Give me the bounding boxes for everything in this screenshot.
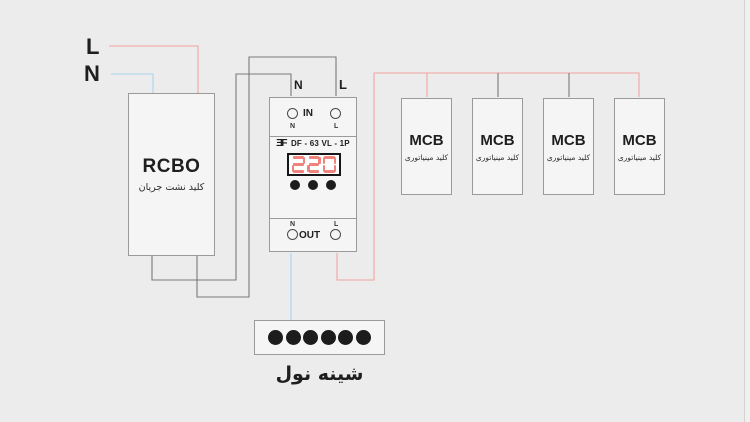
- mcb-title: MCB: [622, 131, 657, 149]
- voltage-display: [287, 153, 341, 176]
- mcb-subtitle: کلید مینیاتوری: [475, 152, 520, 162]
- in-neutral-terminal-label: N: [290, 123, 296, 130]
- mcb-device-2: MCB کلید مینیاتوری: [472, 98, 523, 195]
- mcb-subtitle: کلید مینیاتوری: [617, 152, 662, 162]
- mcb-device-4: MCB کلید مینیاتوری: [614, 98, 665, 195]
- bus-terminal: [268, 330, 284, 345]
- rcbo-device: RCBO کلید نشت جریان: [128, 93, 215, 256]
- display-digit: [322, 156, 337, 173]
- model-label: DF - 63 VL - 1P: [290, 139, 350, 148]
- indicator-dots: [270, 180, 356, 190]
- protector-divider-top: [270, 136, 356, 137]
- out-line-terminal: [330, 229, 341, 240]
- mcb-subtitle: کلید مینیاتوری: [546, 152, 591, 162]
- protector-top-neutral-label: N: [294, 78, 303, 92]
- bus-terminal: [355, 330, 371, 345]
- bus-terminal: [320, 330, 336, 345]
- mcb-subtitle: کلید مینیاتوری: [404, 152, 449, 162]
- protector-top-line-label: L: [339, 77, 347, 92]
- indicator-dot: [308, 180, 318, 190]
- mcb-device-3: MCB کلید مینیاتوری: [543, 98, 594, 195]
- protector-divider-bottom: [270, 218, 356, 219]
- protector-brand-row: ƎF DF - 63 VL - 1P: [270, 138, 356, 149]
- indicator-dot: [326, 180, 336, 190]
- wire-neutral-feed: [111, 73, 154, 93]
- mcb-title: MCB: [480, 131, 515, 149]
- neutral-bus-bar: [254, 320, 385, 355]
- line-feed-label: L: [86, 34, 100, 59]
- out-line-terminal-label: L: [334, 221, 339, 228]
- in-line-terminal: [330, 108, 341, 119]
- in-label: IN: [303, 108, 313, 119]
- mcb-title: MCB: [551, 131, 586, 149]
- screen-right-edge: [744, 0, 750, 422]
- indicator-dot: [290, 180, 300, 190]
- bus-terminal: [303, 330, 319, 345]
- out-neutral-terminal: [287, 229, 298, 240]
- neutral-bus-label: شینه نول: [275, 363, 364, 385]
- display-digit: [291, 156, 306, 173]
- mcb-device-1: MCB کلید مینیاتوری: [401, 98, 452, 195]
- in-line-terminal-label: L: [334, 123, 339, 130]
- out-label: OUT: [299, 230, 321, 241]
- brand-logo: ƎF: [276, 138, 287, 149]
- rcbo-title: RCBO: [142, 156, 201, 177]
- rcbo-subtitle: کلید نشت جریان: [138, 182, 205, 193]
- bus-terminal: [285, 330, 301, 345]
- in-neutral-terminal: [287, 108, 298, 119]
- voltage-protector-device: IN N L ƎF DF - 63 VL - 1P N L OUT: [269, 97, 357, 252]
- mcb-title: MCB: [409, 131, 444, 149]
- out-neutral-terminal-label: N: [290, 221, 296, 228]
- display-digit: [307, 156, 321, 173]
- neutral-feed-label: N: [84, 61, 100, 86]
- bus-terminal: [338, 330, 354, 345]
- wire-line-feed: [109, 45, 199, 93]
